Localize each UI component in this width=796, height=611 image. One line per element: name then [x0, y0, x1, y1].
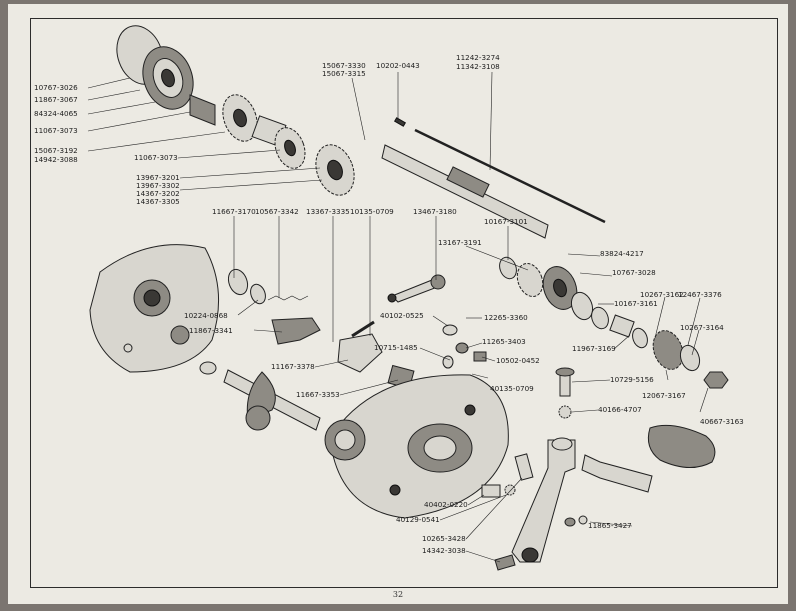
part-label: 10729-5156 [610, 375, 654, 384]
part-label: 10202-0443 [376, 61, 420, 70]
diagram-border [30, 18, 778, 588]
part-label: 14342-3038 [422, 546, 466, 555]
part-label: 11242-3274 [456, 53, 500, 62]
kickstart-crank-and-pedal [494, 424, 716, 571]
part-label: 13167-3191 [438, 238, 482, 247]
part-label: 13967-3302 [136, 181, 180, 190]
part-label: 13467-3180 [413, 207, 457, 216]
part-label: 40166-4707 [598, 405, 642, 414]
small-fasteners [442, 324, 575, 419]
part-label: 12467-3376 [678, 290, 722, 299]
gear-lever [387, 274, 446, 303]
oil-filler-bolt [481, 484, 516, 498]
part-label: 11265-3403 [482, 337, 526, 346]
part-label: 11067-3073 [34, 126, 78, 135]
part-label: 84324-4065 [34, 109, 78, 118]
part-label: 11867-3341 [189, 326, 233, 335]
part-label: 12067-3167 [642, 391, 686, 400]
part-label: 11667-3170 [212, 207, 256, 216]
part-label: 11067-3073 [134, 153, 178, 162]
kickstart-spindle [199, 361, 321, 431]
part-label: 10267-3164 [680, 323, 724, 332]
part-label: 15067-3192 [34, 146, 78, 155]
leader-lines [87, 71, 709, 563]
part-label: 12265-3360 [484, 313, 528, 322]
part-label: 11342-3108 [456, 62, 500, 71]
selector-mechanism [227, 268, 415, 390]
part-label: 10265-3428 [422, 534, 466, 543]
part-label: 11967-3169 [572, 344, 616, 353]
part-label: 11867-3067 [34, 95, 78, 104]
drive-side-bearing-and-seal [116, 25, 194, 110]
part-label: 40102-0525 [380, 311, 424, 320]
part-label: 15067-3315 [322, 69, 366, 78]
part-label: 10267-3162 [640, 290, 684, 299]
mainshaft-gear-cluster [189, 94, 355, 196]
layshaft-and-selector-rod [381, 117, 606, 239]
part-label: 11865-3427 [588, 521, 632, 530]
part-label: 10167-3101 [484, 217, 528, 226]
part-label: 10502-0452 [496, 356, 540, 365]
part-label: 10567-3342 [255, 207, 299, 216]
gearbox-outer-cover [324, 374, 509, 519]
part-label: 15067-3330 [322, 61, 366, 70]
part-label: 10767-3026 [34, 83, 78, 92]
part-label: 10715-1485 [374, 343, 418, 352]
part-label: 10224-0868 [184, 311, 228, 320]
part-label: 14367-3305 [136, 197, 180, 206]
part-label: 13367-3335 [306, 207, 350, 216]
part-label: 40402-0220 [424, 500, 468, 509]
part-label: 13967-3201 [136, 173, 180, 182]
kickstart-gear-assembly [499, 256, 729, 389]
part-label: 83824-4217 [600, 249, 644, 258]
part-label: 14942-3088 [34, 155, 78, 164]
part-label: 40135-0709 [490, 384, 534, 393]
part-number-labels: 10767-3026 11867-3067 84324-4065 11067-3… [34, 53, 744, 555]
part-label: 11667-3353 [296, 390, 340, 399]
part-label: 10135-0709 [350, 207, 394, 216]
page-number: 32 [393, 590, 403, 599]
part-label: 40667-3163 [700, 417, 744, 426]
gearbox-inner-cover [89, 244, 220, 373]
part-label: 14367-3202 [136, 189, 180, 198]
part-label: 10167-3161 [614, 299, 658, 308]
part-label: 40129-0541 [396, 515, 440, 524]
part-label: 11167-3378 [271, 362, 315, 371]
part-label: 10767-3028 [612, 268, 656, 277]
